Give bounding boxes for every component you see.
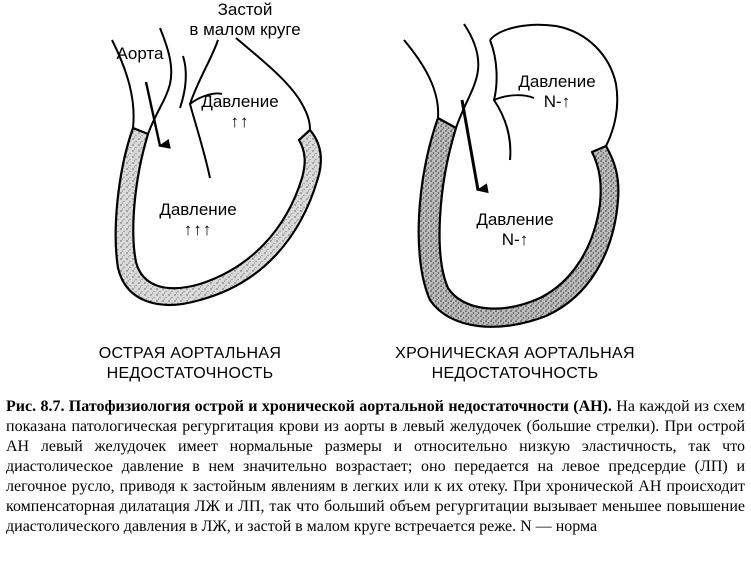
chronic-heading-line2: НЕДОСТАТОЧНОСТЬ [431, 365, 599, 382]
acute-atrium-wall-left [179, 55, 187, 109]
heart-diagrams [111, 23, 620, 328]
chronic-atrium-small-curve [493, 94, 535, 101]
chronic-heart-diagram [403, 23, 620, 328]
chronic-aorta-right-wall [455, 23, 480, 129]
chronic-atrium-pressure-value: N-↑ [543, 92, 571, 111]
chronic-heading-line1: ХРОНИЧЕСКАЯ АОРТАЛЬНАЯ [395, 345, 635, 362]
acute-atrium-pressure-arrows: ↑↑ [230, 112, 250, 131]
chronic-ventricle-wall [417, 116, 620, 328]
acute-aorta-left-wall [111, 39, 135, 129]
chronic-ventricle-pressure-value: N-↑ [501, 230, 529, 249]
acute-congestion-label-line2: в малом круге [189, 20, 301, 39]
chronic-aorta-left-wall [403, 39, 440, 119]
acute-heart-diagram [111, 27, 322, 306]
caption-title: Рис. 8.7. Патофизиология острой и хронич… [6, 398, 612, 415]
acute-heading-line2: НЕДОСТАТОЧНОСТЬ [106, 365, 274, 382]
figure: Застой в малом круге Аорта Давление ↑↑ Д… [98, 0, 635, 382]
chronic-atrium-wall-top [489, 23, 619, 147]
acute-heading-line1: ОСТРАЯ АОРТАЛЬНАЯ [98, 345, 282, 362]
acute-ventricle-pressure-label: Давление [159, 200, 237, 219]
acute-aorta-label: Аорта [116, 44, 164, 63]
figure-caption: Рис. 8.7. Патофизиология острой и хронич… [6, 397, 745, 537]
chronic-regurgitation-arrow [460, 99, 489, 194]
acute-congestion-label-line1: Застой [217, 0, 273, 19]
acute-aorta-right-wall [147, 27, 173, 135]
chronic-ventricle-pressure-label: Давление [476, 210, 554, 229]
acute-atrium-wall-right [235, 37, 311, 131]
acute-valve-line [189, 92, 223, 105]
caption-body: На каждой из схем показана патологическа… [6, 398, 745, 535]
acute-ventricle-pressure-arrows: ↑↑↑ [183, 220, 213, 239]
acute-regurgitation-arrow [144, 81, 171, 149]
acute-atrium-pressure-label: Давление [201, 92, 279, 111]
chronic-atrium-pressure-label: Давление [518, 72, 596, 91]
